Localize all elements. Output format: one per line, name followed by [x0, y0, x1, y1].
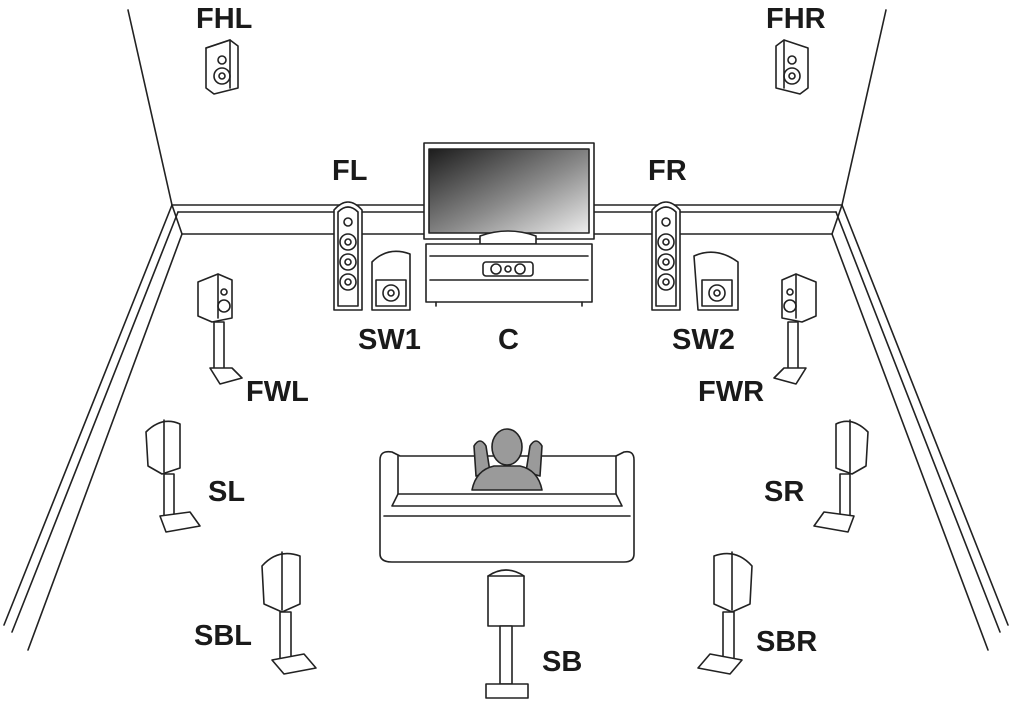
fwr-speaker-icon — [773, 273, 817, 385]
sw1-subwoofer-icon — [371, 250, 411, 311]
center-speaker-icon — [482, 261, 534, 277]
fr-speaker-icon — [651, 201, 681, 311]
listener-icon — [471, 428, 543, 491]
sofa-icon — [379, 450, 635, 563]
label-sbl: SBL — [194, 620, 252, 652]
fwl-speaker-icon — [197, 273, 243, 385]
label-fhl: FHL — [196, 3, 253, 35]
label-sb: SB — [542, 646, 583, 678]
sb-speaker-icon — [485, 569, 529, 699]
tv-stand — [425, 243, 593, 307]
fhl-speaker-icon — [205, 39, 239, 95]
fhr-speaker-icon — [775, 39, 809, 95]
sl-speaker-icon — [145, 419, 201, 533]
label-fwl: FWL — [246, 376, 309, 408]
label-fr: FR — [648, 155, 687, 187]
sr-speaker-icon — [813, 419, 869, 533]
label-fwr: FWR — [698, 376, 765, 408]
sbl-speaker-icon — [261, 551, 317, 675]
label-sbr: SBR — [756, 626, 818, 658]
label-sw1: SW1 — [358, 324, 421, 356]
label-fl: FL — [332, 155, 368, 187]
fl-speaker-icon — [333, 201, 363, 311]
label-sr: SR — [764, 476, 805, 508]
label-sl: SL — [208, 476, 246, 508]
tv-icon — [423, 142, 595, 245]
label-c: C — [498, 324, 519, 356]
label-sw2: SW2 — [672, 324, 735, 356]
label-fhr: FHR — [766, 3, 826, 35]
sw2-subwoofer-icon — [693, 251, 739, 311]
sbr-speaker-icon — [697, 551, 753, 675]
